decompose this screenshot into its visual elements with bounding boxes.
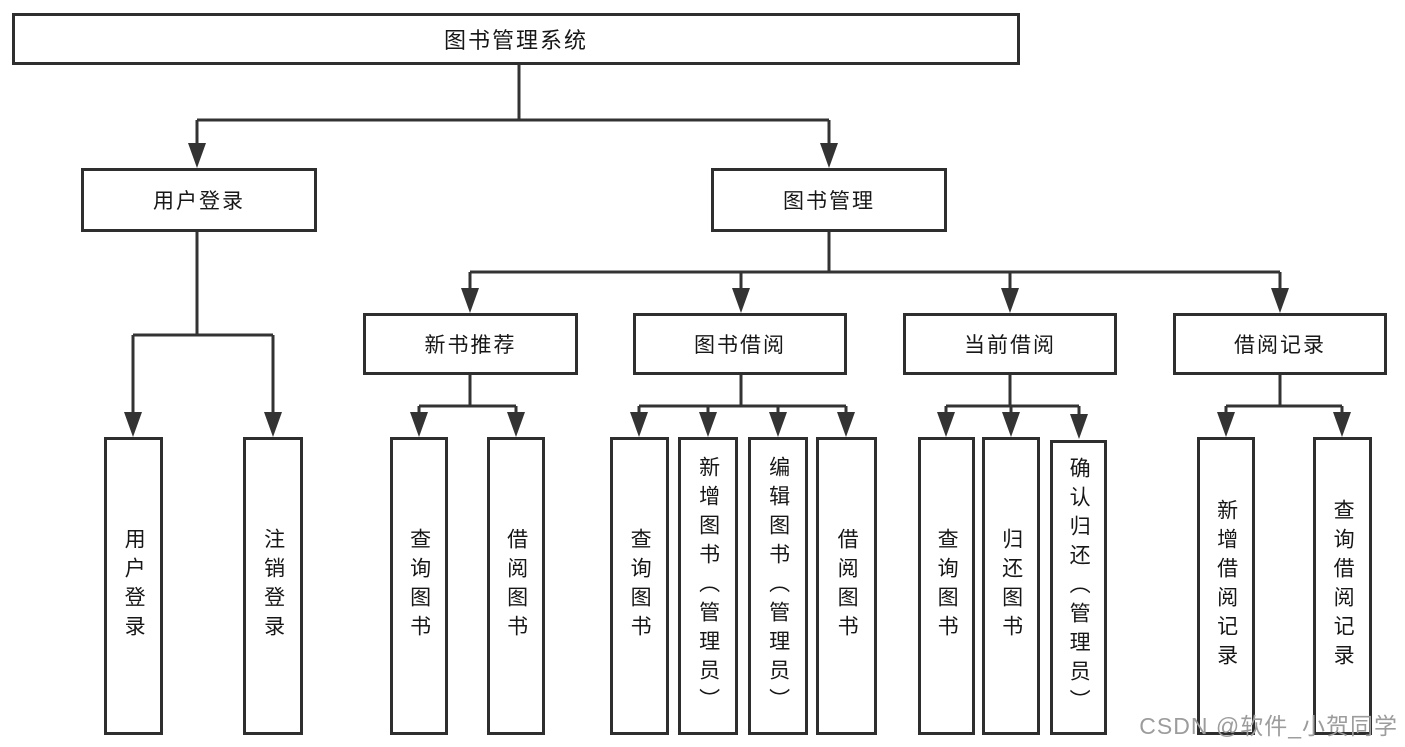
node-leaf-borrow-books-2: 借阅图书 (816, 437, 877, 735)
node-new-book-recommendation: 新书推荐 (363, 313, 578, 375)
connector-new-book-branch (417, 375, 518, 433)
connector-borrow-records-branch (1224, 375, 1344, 433)
connector-book-management-branch (468, 232, 1282, 309)
connector-book-borrow-branch (637, 375, 848, 433)
node-library-management-system: 图书管理系统 (12, 13, 1020, 65)
node-leaf-add-book-admin: 新增图书（管理员） (678, 437, 738, 735)
node-borrowing-records: 借阅记录 (1173, 313, 1387, 375)
node-leaf-confirm-return-admin: 确认归还（管理员） (1050, 440, 1107, 735)
node-current-borrowing: 当前借阅 (903, 313, 1117, 375)
watermark-csdn: CSDN @软件_小贺同学 (1139, 713, 1398, 739)
node-leaf-borrow-books-recommend: 借阅图书 (487, 437, 545, 735)
node-leaf-query-books-borrow: 查询图书 (610, 437, 669, 735)
node-book-management: 图书管理 (711, 168, 947, 232)
node-leaf-add-borrow-record: 新增借阅记录 (1197, 437, 1255, 735)
node-user-login: 用户登录 (81, 168, 317, 232)
node-leaf-edit-book-admin: 编辑图书（管理员） (748, 437, 808, 735)
node-leaf-logout: 注销登录 (243, 437, 303, 735)
connector-user-login-branch (131, 232, 275, 433)
node-leaf-user-login: 用户登录 (104, 437, 163, 735)
node-leaf-query-books-current: 查询图书 (918, 437, 975, 735)
node-leaf-query-borrow-record: 查询借阅记录 (1313, 437, 1372, 735)
node-leaf-query-books-recommend: 查询图书 (390, 437, 448, 735)
connector-root-to-level2 (195, 64, 831, 164)
node-leaf-return-books: 归还图书 (982, 437, 1040, 735)
node-book-borrowing: 图书借阅 (633, 313, 847, 375)
connector-current-borrow-branch (944, 375, 1081, 435)
